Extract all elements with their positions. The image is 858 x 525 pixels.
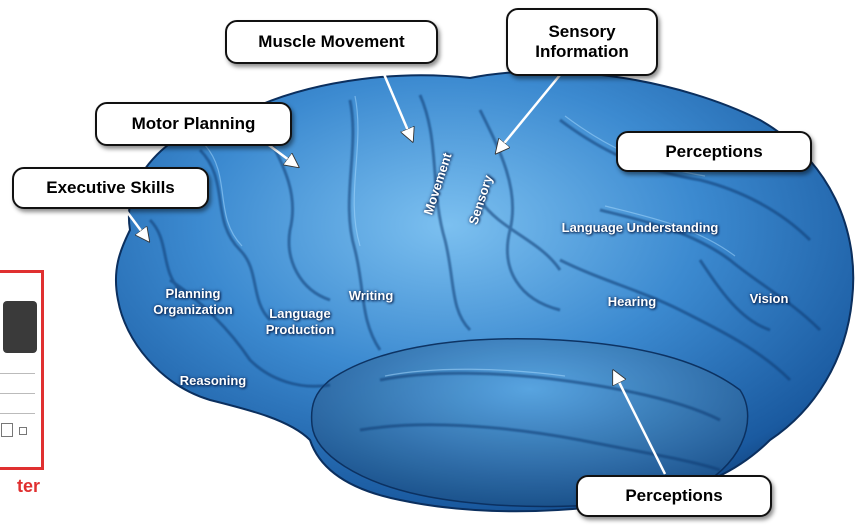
callout-muscle-movement: Muscle Movement	[225, 20, 438, 64]
thumbnail-photo	[3, 301, 37, 353]
side-thumbnail	[0, 270, 44, 470]
thumbnail-divider	[0, 393, 35, 394]
label-language-understanding: Language Understanding	[540, 220, 740, 236]
thumbnail-box	[1, 423, 13, 437]
callout-sensory-information: Sensory Information	[506, 8, 658, 76]
callout-motor-planning: Motor Planning	[95, 102, 292, 146]
label-hearing: Hearing	[592, 294, 672, 310]
callout-executive-skills: Executive Skills	[12, 167, 209, 209]
label-planning-organization: Planning Organization	[138, 286, 248, 318]
label-language-production: Language Production	[250, 306, 350, 338]
label-reasoning: Reasoning	[168, 373, 258, 389]
label-writing: Writing	[336, 288, 406, 304]
thumbnail-caption: ter	[0, 476, 40, 497]
thumbnail-divider	[0, 413, 35, 414]
callout-perceptions-top: Perceptions	[616, 131, 812, 172]
thumbnail-divider	[0, 373, 35, 374]
label-vision: Vision	[734, 291, 804, 307]
thumbnail-box	[19, 427, 27, 435]
callout-perceptions-bottom: Perceptions	[576, 475, 772, 517]
